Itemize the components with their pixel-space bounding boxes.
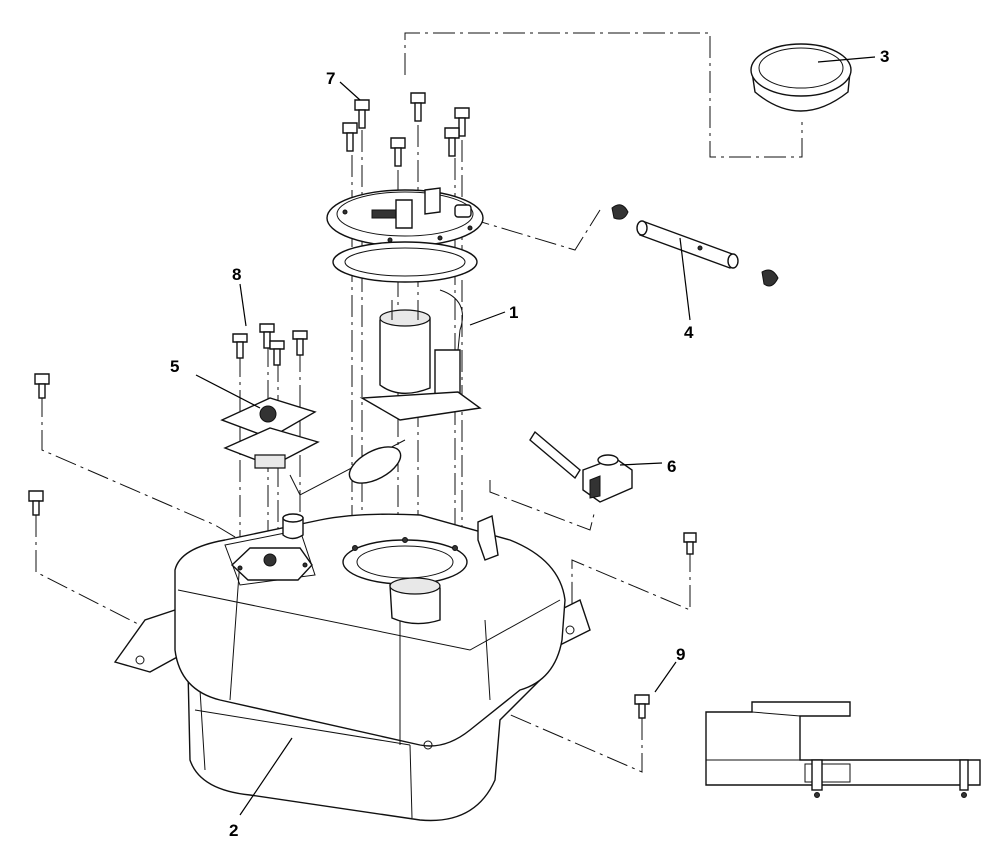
fuel-tank-icon	[113, 513, 591, 822]
fuel-hose-icon	[611, 204, 779, 287]
callout-9: 9	[676, 645, 685, 664]
sender-screw-icon	[232, 323, 308, 366]
callout-labels: 1 2 3 4 5 6 7 8 9	[170, 47, 889, 840]
tank-cap-icon	[750, 43, 852, 112]
inset-detail	[705, 701, 981, 798]
vent-valve-icon	[529, 430, 633, 503]
callout-1: 1	[509, 303, 518, 322]
callout-8: 8	[232, 265, 241, 284]
tank-mount-bolt-icon	[28, 373, 697, 719]
sender-gasket-icon	[220, 397, 320, 469]
leader-lines	[195, 56, 876, 816]
callout-5: 5	[170, 357, 179, 376]
callout-3: 3	[880, 47, 889, 66]
callout-4: 4	[684, 323, 694, 342]
callout-7: 7	[326, 69, 335, 88]
callout-2: 2	[229, 821, 238, 840]
fuel-pump-module-icon	[289, 187, 484, 496]
pump-bolt-icon	[342, 92, 470, 167]
callout-6: 6	[667, 457, 676, 476]
